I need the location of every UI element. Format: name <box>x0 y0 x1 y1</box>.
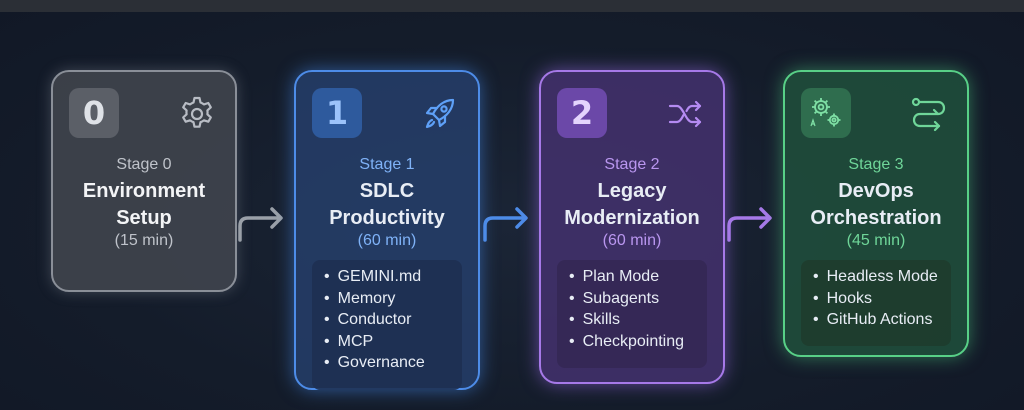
rocket-icon <box>425 98 455 129</box>
stage-2-card: 2 Stage 2 Legacy Modernization (60 min) … <box>539 70 725 384</box>
list-item: Plan Mode <box>569 266 697 288</box>
stage-2-duration: (60 min) <box>602 232 662 249</box>
flow-arrow-2-3 <box>727 207 772 242</box>
list-item: Skills <box>569 309 697 331</box>
stage-2-label: Stage 2 <box>604 156 660 173</box>
stage-1-topic-list: GEMINI.md Memory Conductor MCP Governanc… <box>312 260 462 390</box>
list-item: GEMINI.md <box>324 266 452 288</box>
gear-icon <box>182 96 212 128</box>
list-item: Subagents <box>569 288 697 310</box>
stage-1-title: SDLC Productivity <box>329 180 445 229</box>
list-item: Governance <box>324 352 452 374</box>
stage-0-badge: 0 <box>69 88 119 138</box>
stage-1-duration: (60 min) <box>357 232 417 249</box>
list-item: MCP <box>324 331 452 353</box>
stage-3-card: Stage 3 DevOps Orchestration (45 min) He… <box>783 70 969 357</box>
stage-0-card: 0 Stage 0 Environment Setup (15 min) <box>51 70 237 292</box>
stage-1-card: 1 Stage 1 SDLC Productivity (60 min) GEM… <box>294 70 480 390</box>
flow-arrow-0-1 <box>238 207 283 242</box>
list-item: Memory <box>324 288 452 310</box>
list-item: Headless Mode <box>813 266 941 288</box>
shuffle-icon <box>668 100 702 128</box>
stage-3-badge <box>801 88 851 138</box>
top-bar <box>0 0 1024 12</box>
stage-0-label: Stage 0 <box>116 156 172 173</box>
list-item: GitHub Actions <box>813 309 941 331</box>
stage-0-duration: (15 min) <box>114 232 174 249</box>
stage-2-badge: 2 <box>557 88 607 138</box>
stage-2-title: Legacy Modernization <box>564 180 700 229</box>
stage-3-title: DevOps Orchestration <box>810 180 942 229</box>
stage-1-label: Stage 1 <box>359 156 415 173</box>
list-item: Checkpointing <box>569 331 697 353</box>
list-item: Conductor <box>324 309 452 331</box>
gears-icon <box>810 98 841 127</box>
list-item: Hooks <box>813 288 941 310</box>
stage-0-title: Environment Setup <box>82 180 206 229</box>
stage-1-badge: 1 <box>312 88 362 138</box>
flow-arrow-1-2 <box>483 207 528 242</box>
stage-3-label: Stage 3 <box>848 156 904 173</box>
stage-2-topic-list: Plan Mode Subagents Skills Checkpointing <box>557 260 707 368</box>
workflow-icon <box>911 97 946 132</box>
stage-3-topic-list: Headless Mode Hooks GitHub Actions <box>801 260 951 346</box>
stage-3-duration: (45 min) <box>846 232 906 249</box>
